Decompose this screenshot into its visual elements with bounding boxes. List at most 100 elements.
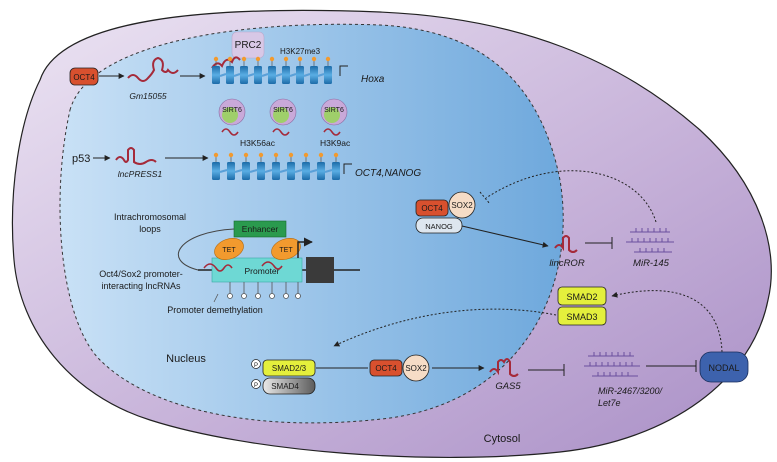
nucleosome [240,66,248,84]
nucleosome [287,162,295,180]
p53-label: p53 [72,153,90,165]
nucleosome [282,66,290,84]
linker-dna [294,169,303,173]
sirt6-label-2: SIRT6 [273,107,293,114]
sirt6-rna-tails [221,128,341,136]
nanog-label: NANOG [425,222,453,231]
smad4-label: SMAD4 [271,382,299,391]
nucleosome [242,162,250,180]
lincror-inhibits-mir145 [585,237,613,249]
oct4-node-top [69,67,99,86]
demethylation-pointer [213,293,219,303]
gas5-label: GAS5 [495,381,521,392]
nucleosome [324,66,332,84]
complex-to-lincror-arrow [461,225,549,248]
linker-dna [234,169,243,173]
histone-mark [228,152,234,158]
mir2467-label-2: Let7e [598,398,621,408]
linker-dna [219,169,228,173]
h3k27me3-label: H3K27me3 [280,47,321,56]
gene-tss-arrow [297,237,313,258]
promoter-label: Promoter [245,266,280,276]
promoter-interacting-rna [203,261,283,272]
promoter-lnc-label-2: interacting lncRNAs [101,281,181,291]
oct4-node-mid [415,199,449,217]
sox2-label-bottom: SOX2 [405,364,427,373]
linker-dna [289,73,297,77]
nucleus [59,23,564,424]
histone-mark [255,56,261,62]
nucleosome [317,162,325,180]
sox2-node-bottom [402,354,430,382]
nucleosome [296,66,304,84]
linker-dna [233,73,241,77]
loops-label: loops [139,224,161,234]
nucleosome [257,162,265,180]
histone-mark [243,152,249,158]
intrachromosomal-loop [177,228,235,271]
gene-box [306,257,334,283]
sirt6-complex-3: SIRT6 [320,98,348,126]
smad2-label: SMAD2 [566,292,597,302]
gas5-inhibits-mir [528,364,565,376]
phospho-marker-1 [251,359,261,369]
smad23-label: SMAD2/3 [272,364,307,373]
nodal-node [699,351,749,383]
promoter-lnc-label-1: Oct4/Sox2 promoter- [99,269,183,279]
nucleosome [212,162,220,180]
intrachromosomal-label: Intrachromosomal [114,212,186,222]
oct4-nanog-tss-arrow [343,163,352,174]
phospho-label-2: P [254,383,258,389]
oct4-label-bottom: OCT4 [375,364,397,373]
linker-dna [264,169,273,173]
linker-dna [275,73,283,77]
gas5-rna [489,358,519,377]
nucleosome [272,162,280,180]
linker-dna [317,73,325,77]
phospho-marker-2 [251,379,261,389]
smad2-node [557,286,607,306]
histone-mark [213,56,219,62]
nucleosome [302,162,310,180]
prc2-label: PRC2 [235,40,262,51]
linker-dna [261,73,269,77]
histone-mark [333,152,339,158]
mir145-inhibits-complex [479,170,657,223]
lincror-label: lincROR [549,258,585,269]
linker-dna [279,169,288,173]
tet-enzyme-2 [271,237,301,261]
mir2467-duplex [584,352,640,377]
tet-label-2: TET [279,247,293,254]
linker-dna [249,169,258,173]
oct4-label-mid: OCT4 [421,204,443,213]
histone-mark [318,152,324,158]
nucleosome [254,66,262,84]
histone-mark [258,152,264,158]
sirt6-complex-2: SIRT6 [269,98,297,126]
promoter-demethylation-label: Promoter demethylation [167,305,263,315]
hoxa-tss-arrow [339,65,348,76]
linker-dna [247,73,255,77]
nucleosome [212,66,220,84]
hoxa-chromatin [212,56,332,84]
nucleosome [332,162,340,180]
histone-mark [283,56,289,62]
cytosol-label: Cytosol [484,433,521,445]
oct4-nanog-chromatin [212,152,340,180]
methyl-lollipops [227,282,301,299]
nanog-node [415,217,463,234]
sirt6-label-1: SIRT6 [222,107,242,114]
promoter-region [211,257,303,283]
linker-dna [324,169,333,173]
histone-mark [269,56,275,62]
histone-mark [241,56,247,62]
smad4-node [262,377,316,395]
sox2-node-mid [448,191,476,219]
oct4-label-top: OCT4 [73,73,95,82]
lncpress1-rna [115,147,157,165]
histone-mark [303,152,309,158]
histone-mark [311,56,317,62]
smad23-node [262,359,316,377]
nodal-label: NODAL [708,363,739,373]
